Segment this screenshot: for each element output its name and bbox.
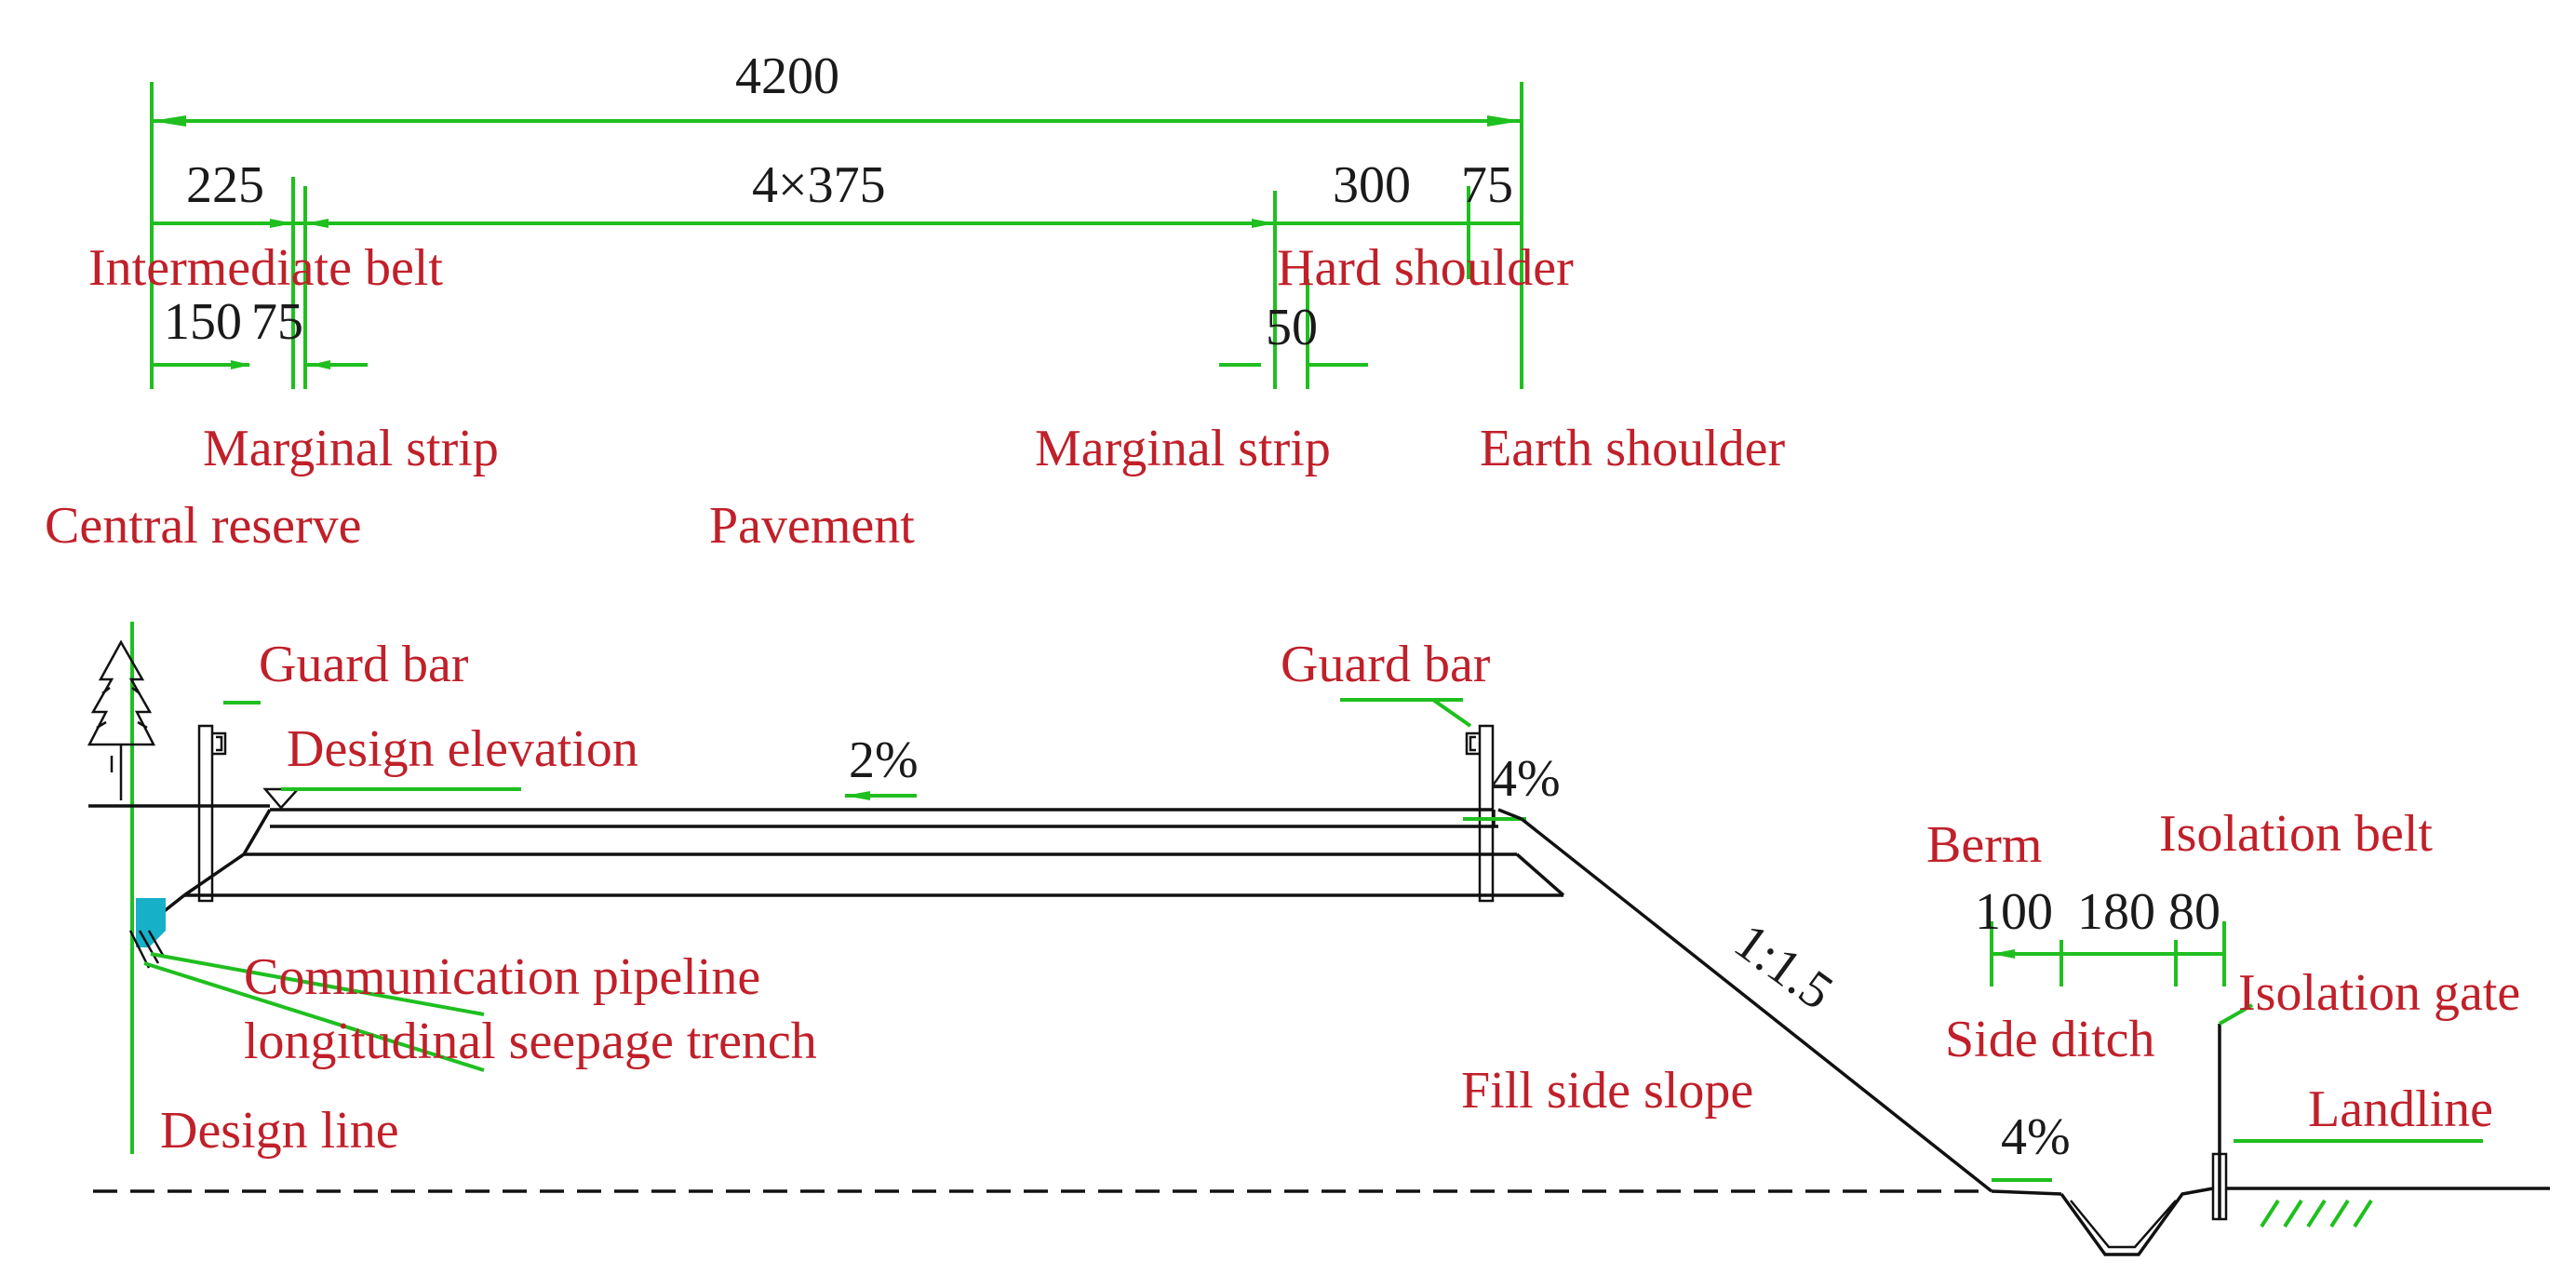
dim-berm: 100 [1975, 883, 2053, 941]
label-isolation-belt: Isolation belt [2159, 805, 2433, 863]
label-pavement: Pavement [709, 497, 915, 555]
label-design-line: Design line [160, 1102, 399, 1160]
label-design-elevation: Design elevation [287, 720, 638, 778]
dim-hard-shoulder: 300 [1333, 156, 1411, 214]
seepage-trench-leader [143, 961, 485, 1072]
dim-marginal-strip-left: 75 [251, 293, 303, 351]
label-side-ditch: Side ditch [1945, 1011, 2155, 1068]
dim-pavement: 4×375 [752, 156, 886, 214]
label-guard-bar-left: Guard bar [259, 636, 469, 693]
label-communication-pipeline: Communication pipeline [244, 948, 760, 1006]
dim-shoulder-slope: 4% [1491, 750, 1561, 808]
dim-central-reserve: 150 [164, 293, 242, 351]
pavement-layers [138, 808, 1565, 932]
isolation-gate [2211, 1003, 2253, 1221]
side-ditch-profile [1991, 1187, 2214, 1256]
berm-dimension-lines [1990, 921, 2226, 986]
label-marginal-strip-left: Marginal strip [203, 420, 499, 477]
label-landline: Landline [2308, 1080, 2493, 1138]
seepage-trench [128, 898, 166, 969]
fill-side-slope-line [1520, 817, 1993, 1193]
dim-berm-slope: 4% [2001, 1108, 2071, 1166]
label-isolation-gate: Isolation gate [2238, 964, 2520, 1022]
label-intermediate-belt: Intermediate belt [88, 239, 443, 297]
right-guard-bar [1465, 724, 1495, 903]
label-hard-shoulder: Hard shoulder [1277, 239, 1574, 297]
label-berm: Berm [1926, 816, 2042, 874]
design-elevation-marker [262, 787, 301, 810]
label-guard-bar-right: Guard bar [1281, 636, 1491, 693]
label-earth-shoulder: Earth shoulder [1480, 420, 1785, 477]
guard-bar-right-leader-tail [1431, 698, 1472, 728]
communication-pipeline-leader [150, 952, 485, 1016]
dim-total-width: 4200 [735, 47, 839, 105]
landline-hatch [2260, 1199, 2373, 1228]
label-central-reserve: Central reserve [45, 497, 361, 555]
left-guard-bar [197, 724, 227, 903]
dim-intermediate-belt: 225 [186, 156, 264, 214]
dim-fill-slope-ratio: 1:1.5 [1724, 912, 1843, 1021]
dimension-lines [150, 82, 1523, 389]
tree-icon [87, 639, 156, 800]
label-seepage-trench: longitudinal seepage trench [244, 1013, 817, 1070]
dim-cross-slope: 2% [849, 731, 919, 789]
dim-isolation-belt: 80 [2168, 883, 2220, 941]
dim-marginal-strip-right: 50 [1266, 299, 1318, 356]
dim-side-ditch: 180 [2077, 883, 2155, 941]
label-marginal-strip-right: Marginal strip [1035, 420, 1331, 477]
embankment-shoulder [1497, 808, 1523, 821]
label-fill-side-slope: Fill side slope [1461, 1062, 1753, 1120]
dim-earth-shoulder: 75 [1461, 156, 1513, 214]
